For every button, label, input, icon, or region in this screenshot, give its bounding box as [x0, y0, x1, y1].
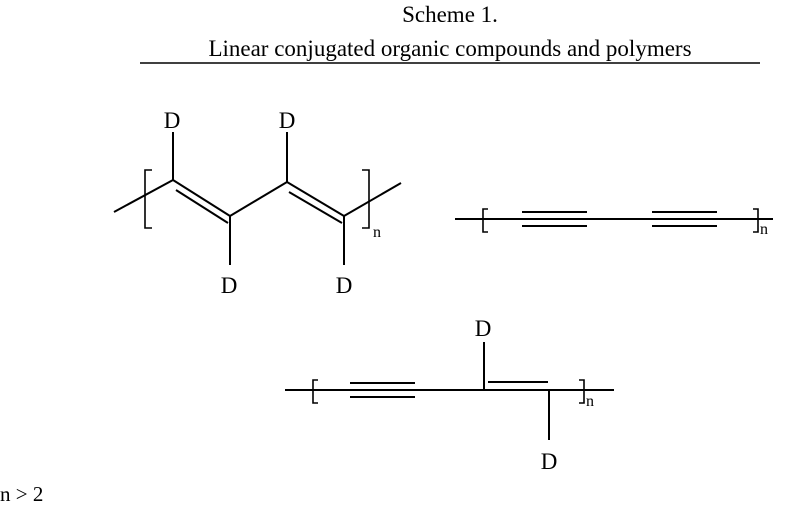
repeat-subscript-2: n	[760, 221, 768, 238]
substituent-top-3: D	[475, 316, 492, 341]
bond-double-2b	[289, 192, 342, 223]
repeat-subscript-3: n	[586, 393, 594, 410]
bracket-left-2	[483, 209, 488, 232]
bond-single-mid	[230, 182, 287, 216]
bond-double-2a	[287, 182, 344, 216]
bracket-right	[362, 170, 369, 228]
structure-polydiyne: n	[455, 209, 773, 238]
substituent-top-left: D	[164, 108, 181, 133]
condition-note: n > 2	[0, 482, 43, 506]
substituent-bottom-3: D	[541, 449, 558, 474]
scheme-title: Scheme 1.	[402, 2, 498, 27]
bracket-right-2	[753, 209, 758, 232]
bond-double-1b	[176, 190, 228, 223]
bracket-left-3	[313, 380, 318, 403]
bond-end-left	[114, 180, 173, 212]
substituent-top-right: D	[279, 108, 296, 133]
substituent-bottom-left: D	[221, 273, 238, 298]
structure-polydiene: D D D D n	[114, 108, 401, 298]
structure-eneyne: D D n	[285, 316, 614, 474]
scheme-subtitle: Linear conjugated organic compounds and …	[208, 36, 691, 61]
repeat-subscript-1: n	[373, 224, 381, 241]
bond-end-right	[344, 183, 401, 216]
substituent-bottom-right: D	[336, 273, 353, 298]
bracket-left	[145, 170, 152, 228]
bracket-right-3	[579, 380, 584, 403]
bond-double-1a	[173, 180, 230, 216]
